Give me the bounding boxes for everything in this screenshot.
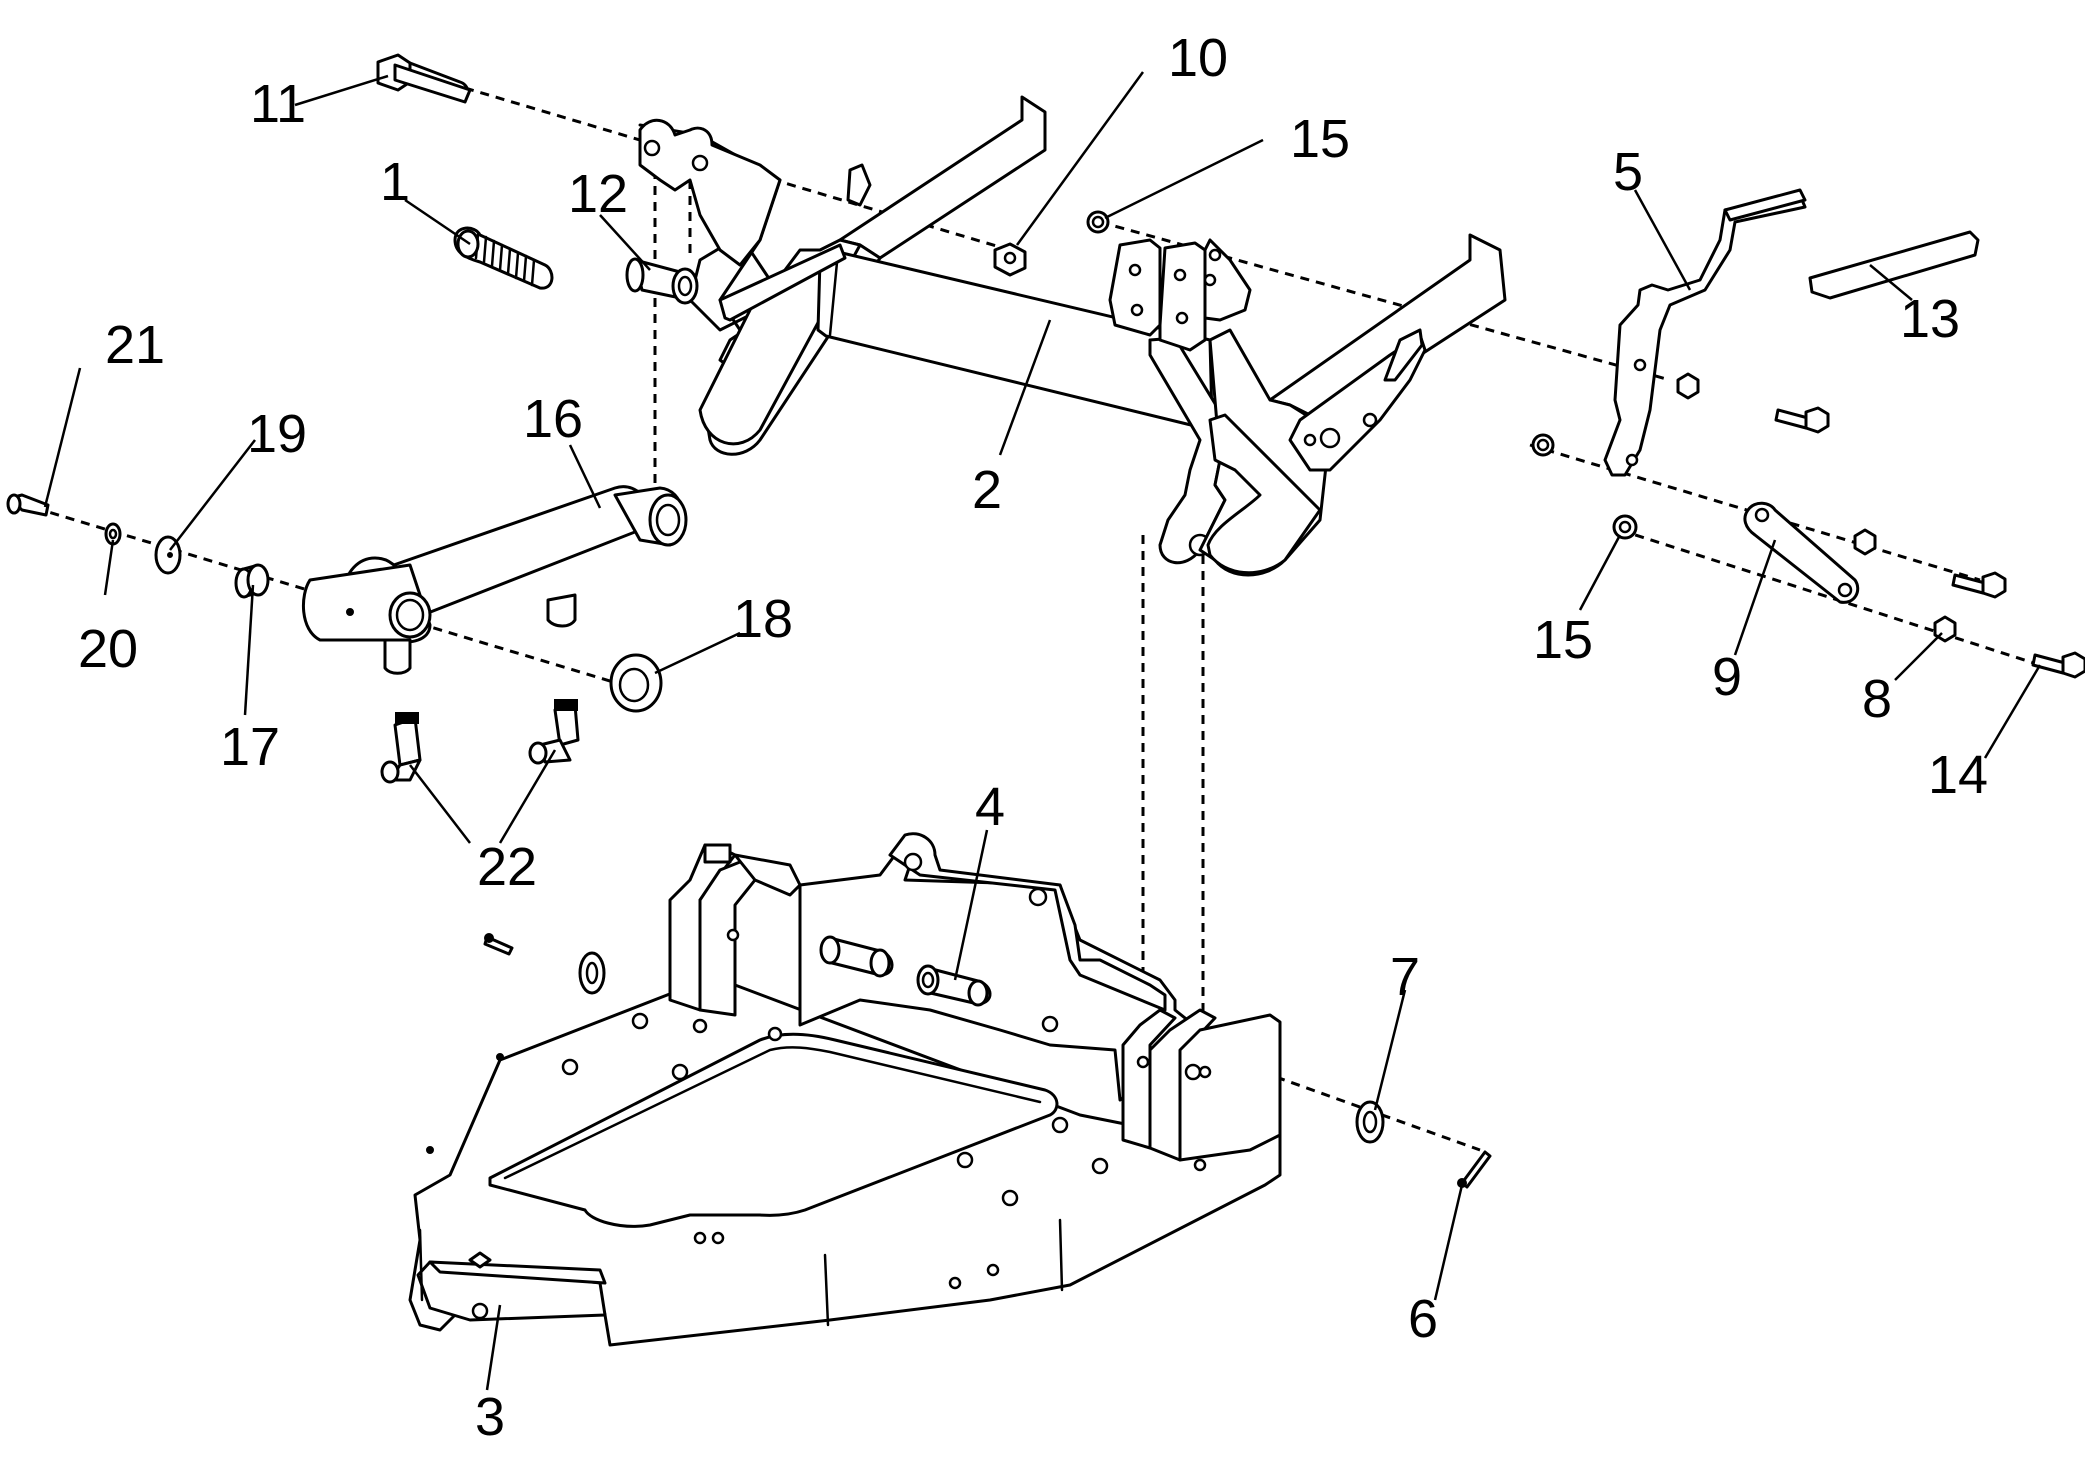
link-part-9 xyxy=(1743,501,1860,604)
fitting-part-22-right xyxy=(528,699,580,765)
callout-15-bottom: 15 xyxy=(1533,610,1593,670)
callouts: 1 2 3 4 5 6 7 8 9 10 11 12 13 14 15 15 1… xyxy=(78,28,1988,1447)
callout-19: 19 xyxy=(247,404,307,464)
lift-frame-part xyxy=(638,95,1507,577)
callout-2: 2 xyxy=(972,460,1002,520)
callout-20: 20 xyxy=(78,619,138,679)
callout-1: 1 xyxy=(380,152,410,212)
washer-lower-left xyxy=(578,951,606,995)
callout-7: 7 xyxy=(1390,947,1420,1007)
lever-part-5 xyxy=(1603,188,1807,477)
callout-17: 17 xyxy=(220,717,280,777)
callout-22: 22 xyxy=(477,837,537,897)
callout-21: 21 xyxy=(105,315,165,375)
callout-8: 8 xyxy=(1862,669,1892,729)
nut-left-mid xyxy=(1531,433,1555,457)
bushing-part-17 xyxy=(234,563,270,599)
nut-part-15-bottom xyxy=(1612,514,1638,540)
callout-15-top: 15 xyxy=(1290,109,1350,169)
callout-11: 11 xyxy=(250,74,306,134)
cotter-pin-part-6 xyxy=(1457,1150,1492,1189)
fitting-part-22-left xyxy=(380,712,422,784)
bolt-part-11 xyxy=(376,53,472,104)
nut-part-15-top xyxy=(1086,210,1110,234)
callout-16: 16 xyxy=(523,389,583,449)
callout-18: 18 xyxy=(733,589,793,649)
pin-part-4 xyxy=(819,935,992,1007)
bushing-part-12 xyxy=(625,257,699,305)
callout-6: 6 xyxy=(1408,1289,1438,1349)
pad-part-13 xyxy=(1808,230,1980,300)
bolt-upper-right xyxy=(1774,406,1830,434)
callout-4: 4 xyxy=(975,777,1005,837)
bolt-part-14 xyxy=(2031,651,2085,679)
nut-mid-right xyxy=(1853,528,1877,556)
base-part-3 xyxy=(408,832,1282,1347)
nut-upper-right xyxy=(1676,372,1700,400)
bolt-mid-right xyxy=(1951,571,2007,599)
spring-part-1 xyxy=(453,226,554,290)
callout-14: 14 xyxy=(1928,745,1988,805)
nut-part-10 xyxy=(993,242,1027,277)
callout-13: 13 xyxy=(1900,289,1960,349)
seal-part-18 xyxy=(609,653,663,713)
cotter-pin-lower-left xyxy=(483,933,514,956)
callout-5: 5 xyxy=(1613,142,1643,202)
pin-part-21 xyxy=(6,493,50,517)
callout-3: 3 xyxy=(475,1387,505,1447)
washer-part-7 xyxy=(1355,1100,1385,1144)
callout-9: 9 xyxy=(1712,647,1742,707)
callout-10: 10 xyxy=(1168,28,1228,88)
cylinder-part-16 xyxy=(301,485,688,675)
leader-lines xyxy=(43,71,2042,1391)
callout-12: 12 xyxy=(568,164,628,224)
